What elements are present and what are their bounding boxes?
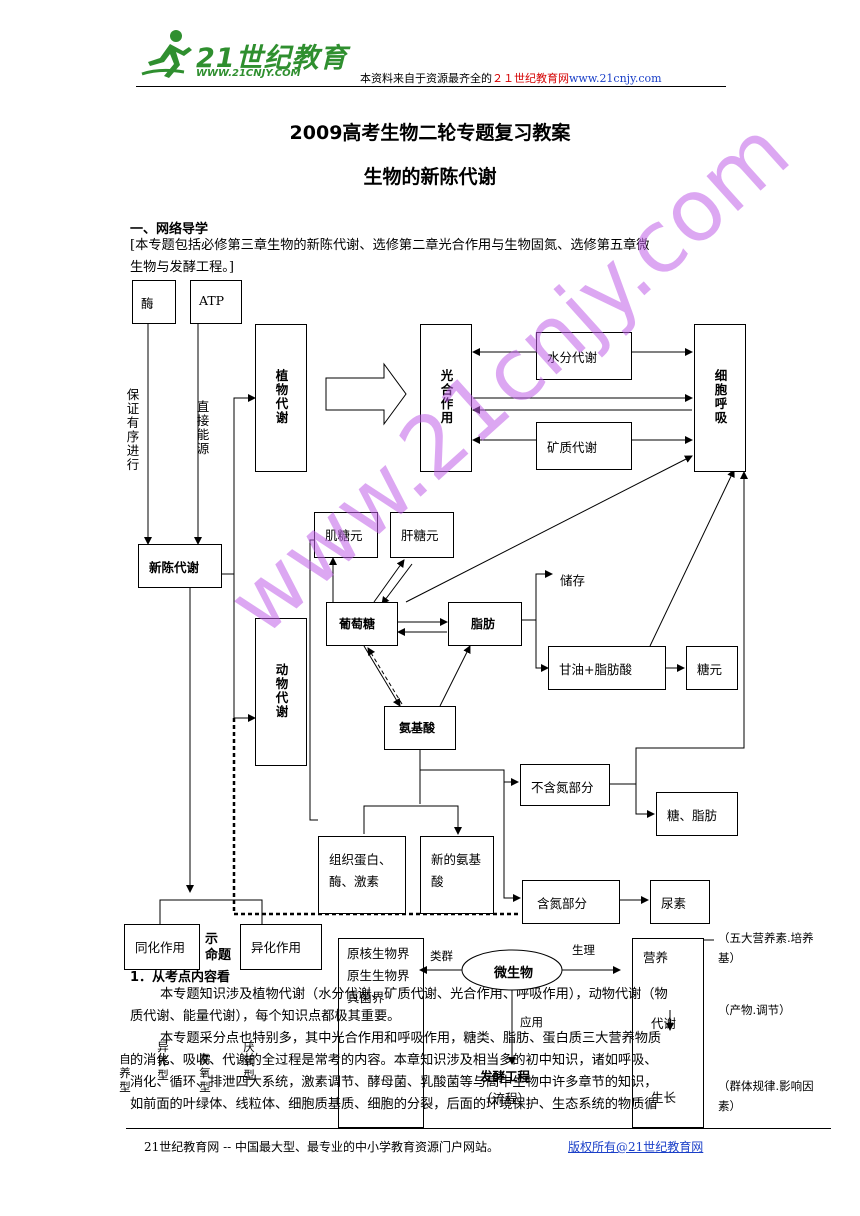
point-heading: 1．从考点内容看: [130, 970, 231, 985]
aerobic-label: 需氧型: [199, 1052, 211, 1094]
microbe-physiology-box: 营养 代谢 生长: [632, 938, 704, 1128]
cell-respiration-box: 细胞呼吸: [694, 324, 746, 472]
header-link[interactable]: www.21cnjy.com: [569, 72, 662, 85]
assimilation-box: 同化作用: [124, 924, 200, 970]
paragraph-line: 的消化、吸收、代谢的全过程是常考的内容。本章知识涉及相当多的初中知识，诸如呼吸、: [130, 1053, 658, 1068]
amino-acid-box: 氨基酸: [384, 706, 456, 750]
prokaryote-label: 原核生物界: [347, 946, 410, 961]
enzyme-box: 酶: [132, 280, 176, 324]
animal-metabolism-label: 动物代谢: [275, 662, 289, 719]
nutrition-label: 营养: [643, 950, 669, 965]
sugar-fat-box: 糖、脂肪: [656, 792, 738, 836]
footer-text: 21世纪教育网 -- 中国最大型、最专业的中小学教育资源门户网站。: [144, 1140, 500, 1154]
section2-heading-fragment: 示: [205, 932, 219, 947]
sub-title: 生物的新陈代谢: [363, 166, 497, 188]
plant-metabolism-box: 植物代谢: [255, 324, 307, 472]
fermentation-node: 发酵工程: [480, 1069, 531, 1084]
anaerobic-label: 厌氧型: [243, 1040, 255, 1082]
muscle-glycogen-box: 肌糖元: [314, 512, 378, 558]
microbe-kingdoms-box: 原核生物界 原生生物界 真菌界: [338, 938, 424, 1128]
new-metabolism-box: 新陈代谢: [138, 544, 222, 588]
tissue-protein-box: 组织蛋白、酶、激素: [318, 836, 406, 914]
copyright-link[interactable]: 版权所有@21世纪教育网: [568, 1140, 704, 1154]
plant-metabolism-label: 植物代谢: [275, 368, 289, 425]
storage-label: 储存: [560, 573, 586, 588]
autotrophic-label: 自养型: [119, 1052, 131, 1094]
urea-box: 尿素: [650, 880, 710, 924]
ensure-order-label: 保证有序进行: [126, 387, 140, 472]
process-label: （流程）: [480, 1091, 531, 1106]
new-amino-acid-box: 新的氨基酸: [420, 836, 494, 914]
paragraph-line: 质代谢、能量代谢），每个知识点都极其重要。: [130, 1009, 401, 1024]
paragraph-line: 本专题知识涉及植物代谢（水分代谢、矿质代谢、光合作用、呼吸作用），动物代谢（物: [160, 987, 668, 1002]
paragraph-line: 如前面的叶绿体、线粒体、细胞质基质、细胞的分裂，后面的环境保护、生态系统的物质循: [130, 1097, 658, 1112]
glycogen-box: 糖元: [686, 646, 738, 690]
paragraph-line: 消化、循环、排泄四大系统，激素调节、酵母菌、乳酸菌等与高中生物中许多章节的知识，: [130, 1075, 658, 1090]
intro-line-1: [本专题包括必修第三章生物的新陈代谢、选修第二章光合作用与生物固氮、选修第五章微: [130, 238, 650, 253]
protist-label: 原生生物界: [347, 968, 410, 983]
group-pattern-note: （群体规律.影响因素）: [718, 1079, 814, 1113]
fat-box: 脂肪: [448, 602, 522, 646]
runner-logo-icon: [141, 30, 192, 78]
growth-label: 生长: [651, 1090, 677, 1105]
dissimilation-box: 异化作用: [240, 924, 322, 970]
atp-box: ATP: [190, 280, 242, 324]
five-nutrients-note: （五大营养素.培养基）: [718, 931, 814, 965]
header-divider: [136, 86, 726, 87]
application-label: 应用: [520, 1015, 543, 1029]
brand-logo-url: WWW.21CNJY.COM: [196, 68, 301, 79]
non-nitrogen-box: 不含氮部分: [520, 764, 610, 806]
intro-line-2: 生物与发酵工程。]: [130, 260, 235, 275]
category-label: 类群: [430, 949, 453, 963]
fungi-label: 真菌界: [347, 990, 385, 1005]
physiology-label: 生理: [572, 943, 595, 957]
header-note: 本资料来自于资源最齐全的２１世纪教育网www.21cnjy.com: [360, 72, 662, 85]
metabolism-label: 代谢: [651, 1016, 677, 1031]
section-heading: 一、网络导学: [130, 222, 209, 237]
product-regulation-note: （产物.调节）: [718, 1003, 791, 1017]
direct-energy-label: 直接能源: [196, 399, 210, 456]
glucose-box: 葡萄糖: [326, 602, 398, 646]
photosynthesis-box: 光合作用: [420, 324, 472, 472]
mineral-metabolism-box: 矿质代谢: [536, 422, 632, 470]
water-metabolism-box: 水分代谢: [536, 332, 632, 380]
liver-glycogen-box: 肝糖元: [390, 512, 454, 558]
main-title: 2009高考生物二轮专题复习教案: [289, 122, 571, 144]
brand-logo-text: 21世纪教育: [196, 43, 348, 74]
photosynthesis-label: 光合作用: [440, 368, 454, 425]
glycerol-fatty-acid-box: 甘油+脂肪酸: [548, 646, 666, 690]
animal-metabolism-box: 动物代谢: [255, 618, 307, 766]
heterotrophic-label: 异养型: [157, 1040, 169, 1082]
footer-divider: [126, 1128, 831, 1129]
microbe-node: 微生物: [494, 966, 534, 981]
cell-respiration-label: 细胞呼吸: [714, 368, 728, 425]
section2-heading-fragment-2: 命题: [205, 948, 232, 963]
paragraph-line: 本专题采分点也特别多，其中光合作用和呼吸作用，糖类、脂肪、蛋白质三大营养物质: [160, 1031, 662, 1046]
nitrogen-part-box: 含氮部分: [522, 880, 620, 924]
